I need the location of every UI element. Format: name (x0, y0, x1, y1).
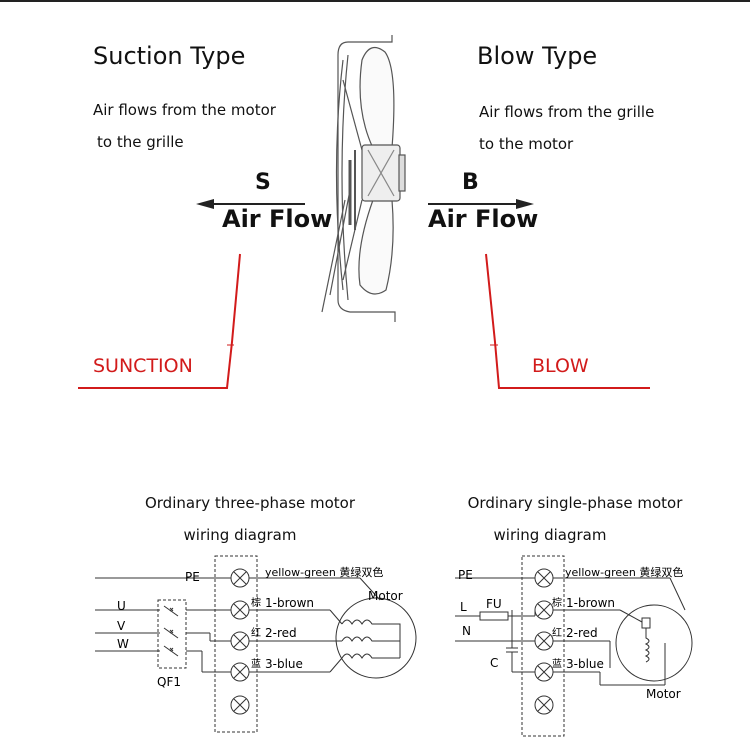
suction-letter: S (255, 170, 271, 195)
blow-airflow: Air Flow (428, 205, 539, 233)
single-phase-wire-brown: 1-brown (566, 596, 615, 610)
motor-winding (641, 617, 651, 629)
suction-desc-line2: to the grille (97, 133, 184, 151)
fan-illustration (78, 35, 650, 389)
motor-circle (615, 604, 693, 682)
three-phase-title-line2: wiring diagram (183, 526, 297, 544)
three-phase-wire-pe: yellow-green 黄绿双色 (265, 565, 383, 579)
single-phase-wire-red: 2-red (566, 626, 598, 640)
motor-coil-icon (341, 619, 401, 659)
single-phase-mark-red: 红 (552, 626, 562, 639)
arrow-right-icon (428, 199, 534, 209)
three-phase-v-label: V (117, 619, 126, 633)
three-phase-w-label: W (117, 637, 129, 651)
single-phase-c-label: C (490, 656, 498, 670)
suction-desc-line1: Air flows from the motor (93, 101, 276, 119)
three-phase-u-label: U (117, 599, 126, 613)
single-phase-wiring-diagram: PE L FU N C yellow-green 黄绿双色 棕 1-brown … (455, 555, 693, 737)
three-phase-wire-blue: 3-blue (265, 657, 303, 671)
single-phase-l-label: L (460, 600, 467, 614)
three-phase-mark-red: 红 (251, 626, 261, 639)
single-phase-title-line1: Ordinary single-phase motor (467, 494, 683, 512)
single-phase-motor-label: Motor (646, 687, 681, 701)
three-phase-title-line1: Ordinary three-phase motor (144, 494, 356, 512)
three-phase-wiring-diagram: PE U V W QF1 yellow-green 黄绿双色 棕 1-brown… (95, 555, 417, 733)
switch-icon (157, 599, 187, 669)
single-phase-fu-label: FU (486, 597, 502, 611)
suction-title: Suction Type (93, 42, 246, 70)
arrow-left-icon (196, 199, 305, 209)
terminal-icon (534, 568, 554, 715)
blow-label: BLOW (532, 355, 589, 377)
single-phase-n-label: N (462, 624, 471, 638)
terminal-block (214, 555, 258, 733)
motor-coil-icon (644, 628, 650, 663)
single-phase-mark-brown: 棕 (552, 596, 562, 609)
motor-circle (335, 597, 417, 679)
single-phase-title-line2: wiring diagram (493, 526, 607, 544)
blow-letter: B (462, 170, 479, 195)
three-phase-wire-red: 2-red (265, 626, 297, 640)
suction-leader-line (78, 253, 241, 389)
capacitor-icon (506, 610, 535, 673)
three-phase-pe-label: PE (185, 570, 200, 584)
terminal-block (521, 555, 565, 737)
three-phase-mark-brown: 棕 (251, 596, 261, 609)
blow-desc-line2: to the motor (479, 135, 574, 153)
three-phase-qf-label: QF1 (157, 675, 181, 689)
fan-icon (321, 35, 406, 322)
single-phase-pe-label: PE (458, 568, 473, 582)
single-phase-mark-blue: 蓝 (552, 658, 562, 670)
three-phase-wire-brown: 1-brown (265, 596, 314, 610)
blow-leader-line (485, 253, 650, 389)
single-phase-wire-blue: 3-blue (566, 657, 604, 671)
top-border (0, 0, 750, 2)
blow-desc-line1: Air flows from the grille (479, 103, 655, 121)
blow-title: Blow Type (477, 42, 598, 70)
suction-airflow: Air Flow (222, 205, 333, 233)
terminal-icon (230, 568, 250, 715)
three-phase-motor-label: Motor (368, 589, 403, 603)
suction-label: SUNCTION (93, 355, 193, 377)
single-phase-wire-pe: yellow-green 黄绿双色 (565, 565, 683, 579)
fuse-icon (479, 611, 509, 621)
three-phase-mark-blue: 蓝 (251, 658, 261, 670)
